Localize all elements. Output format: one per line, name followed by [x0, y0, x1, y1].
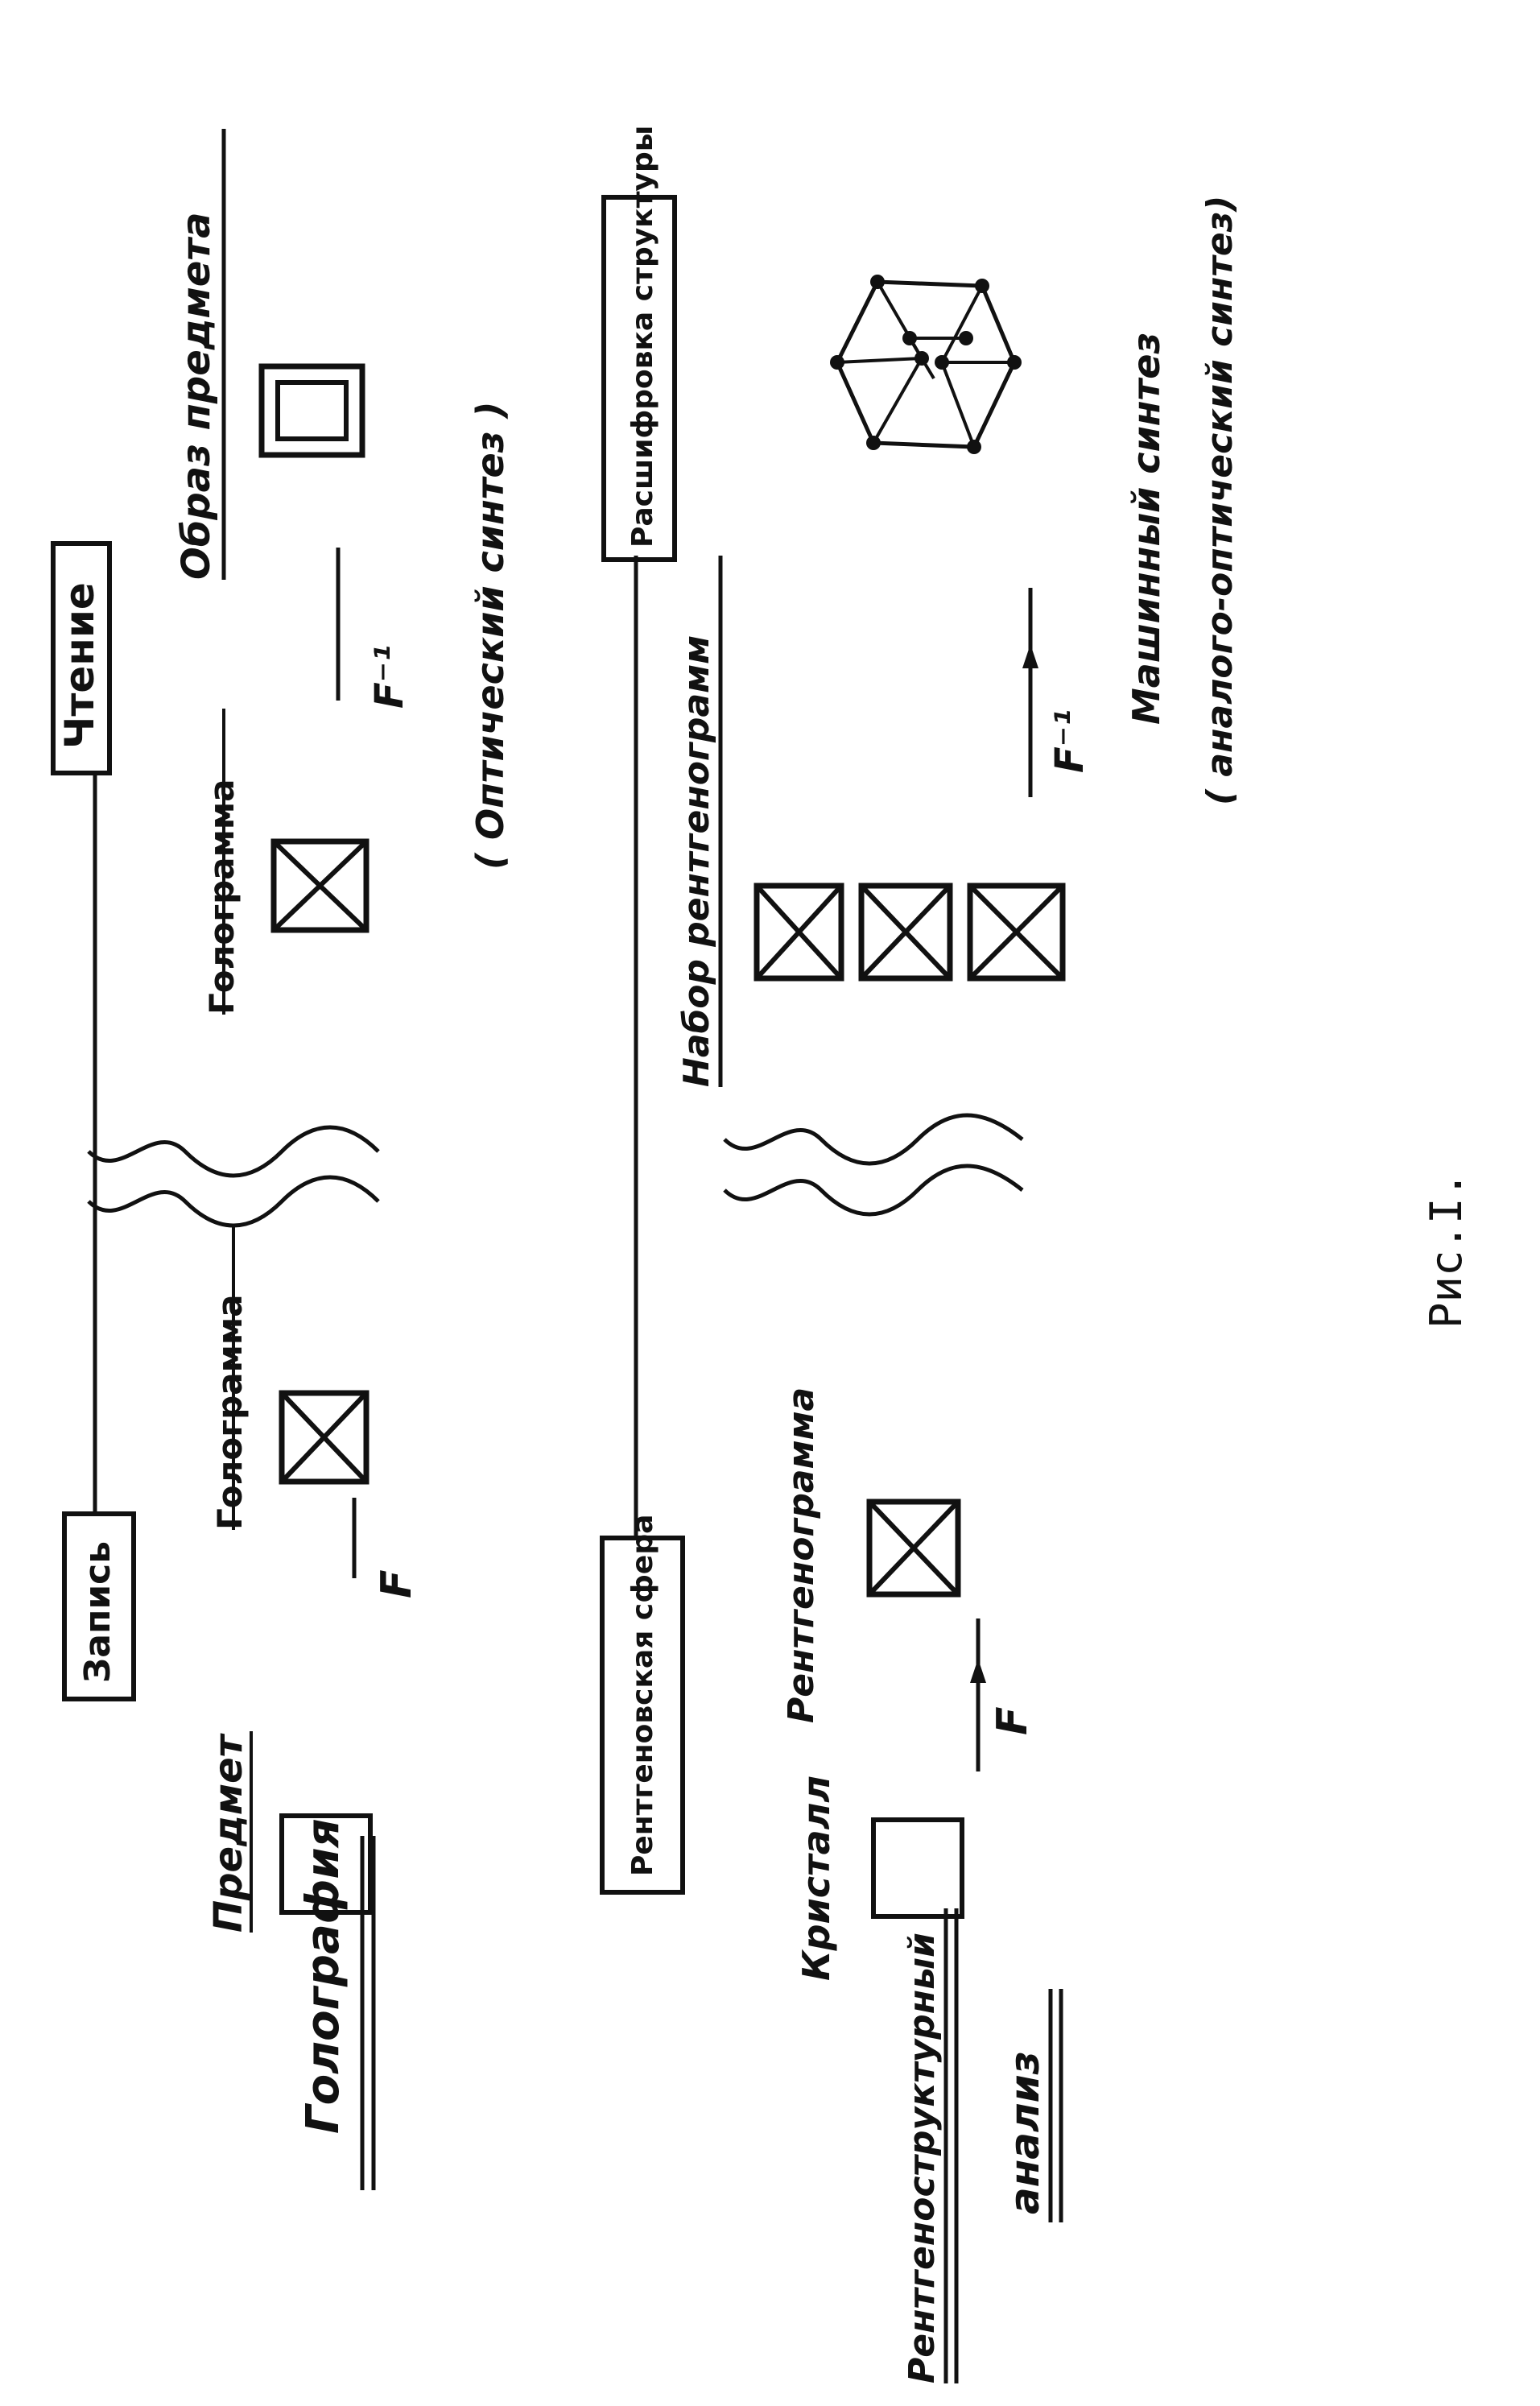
holography-break-wave-2 [87, 1175, 380, 1228]
crystal-structure-icon [830, 275, 1022, 454]
structure-edge [836, 357, 923, 364]
structure-node [935, 355, 949, 370]
hologram-square-2 [270, 838, 370, 933]
xraygram-label: Рентгенограмма [781, 1387, 822, 1723]
holography-synthesis-note: ( Оптический синтез ) [469, 402, 512, 870]
xraygram-set-square-1 [753, 883, 844, 982]
hologram-square-cross-2 [279, 1391, 369, 1484]
xray-forward-transform-label: F [989, 1706, 1037, 1735]
holography-section: Голография Запись Чтение Предмет F Голог… [51, 129, 512, 2190]
xraygram-set-square-2 [858, 883, 953, 982]
decoding-box-label: Расшифровка структуры [626, 126, 659, 548]
xraygram-set-square-3 [967, 883, 1066, 982]
structure-node [866, 436, 881, 450]
xray-inverse-arrow-head [1022, 644, 1038, 668]
xray-forward-arrow-head [970, 1659, 986, 1683]
object-label: Предмет [206, 1732, 251, 1933]
xraygram-square [866, 1499, 961, 1598]
hologram-square-2-cross-2 [271, 839, 369, 932]
holography-section-label: Голография [297, 1818, 349, 2134]
xray-synthesis-note-line2: ( аналого-оптический синтез) [1199, 196, 1241, 805]
structure-edge [940, 285, 984, 363]
xraygram-square-cross-2 [867, 1499, 960, 1597]
forward-transform-label: F [373, 1569, 421, 1598]
figure-caption: Рис.I. [1421, 1172, 1472, 1329]
hologram-label: Голограмма [210, 1294, 250, 1530]
xray-section-label-line2: анализ [1001, 2051, 1048, 2214]
read-box-label: Чтение [56, 582, 103, 749]
decoding-box [601, 195, 677, 562]
structure-node [959, 331, 973, 345]
crystal-square [871, 1817, 964, 1919]
image-frame-outer [258, 363, 365, 458]
image-label: Образ предмета [174, 212, 219, 580]
hologram-square [279, 1390, 370, 1485]
xray-break-wave-1 [723, 1113, 1024, 1166]
xray-sphere-box-label: Рентгеновская сфера [626, 1515, 659, 1876]
hologram-label-2: Голограмма [202, 779, 242, 1015]
structure-edge [940, 362, 976, 448]
xraygram-set-square-1-cross-2 [754, 883, 844, 981]
structure-edge [872, 358, 923, 444]
record-box [62, 1511, 136, 1701]
structure-node [1007, 355, 1022, 370]
structure-node [902, 331, 917, 345]
structure-node [975, 279, 989, 293]
xray-sphere-box [600, 1536, 685, 1895]
structure-node [830, 355, 844, 370]
structure-node [967, 440, 981, 454]
object-square [279, 1813, 373, 1915]
xray-inverse-transform-label: F⁻¹ [1047, 709, 1092, 773]
read-box [51, 541, 112, 775]
xray-section: Рентгеноструктурный анализ Рентгеновская… [600, 126, 1241, 2383]
holography-break-wave-1 [87, 1125, 380, 1178]
xray-break-wave-2 [723, 1164, 1024, 1217]
xray-synthesis-note-line1: Машинный синтез [1125, 333, 1168, 725]
structure-node [870, 275, 885, 289]
record-box-label: Запись [77, 1541, 118, 1683]
xraygram-set-square-3-cross-2 [968, 883, 1065, 981]
xray-section-label-line1: Рентгеноструктурный [902, 1933, 943, 2383]
crystal-label: Кристалл [795, 1776, 838, 1981]
xraygram-set-square-2-cross-2 [859, 883, 952, 981]
inverse-transform-label: F⁻¹ [367, 645, 412, 709]
image-frame-inner [275, 380, 349, 441]
xraygram-set-label: Набор рентгенограмм [676, 635, 717, 1087]
structure-node [915, 351, 929, 366]
